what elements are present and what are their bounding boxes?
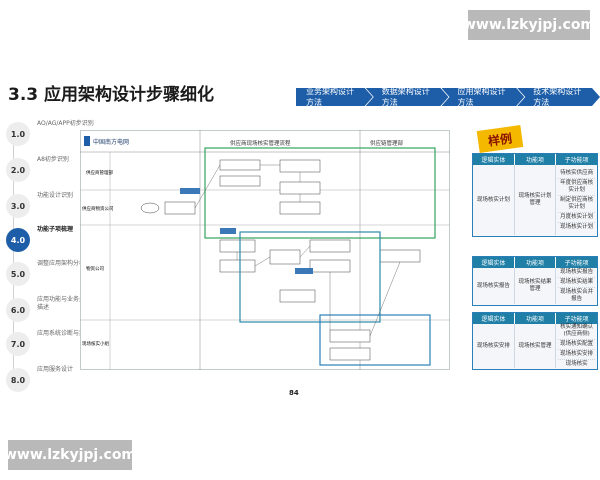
header-function: 功能项 [515, 313, 557, 324]
function-table-3: 逻辑实体 功能项 子功能项 现场核实安排 现场核实管理 核实通知确认(供应商侧)… [472, 312, 598, 370]
step-8[interactable]: 8.0 应用服务设计 [6, 364, 96, 394]
function-cell: 现场核实计划管理 [515, 165, 557, 235]
step-label: 调整应用架构分析 [37, 260, 86, 267]
flowchart-svg: 中国南方电网 供应商现场核实管理流程 供应链管理部 供应商管理部 供应商物资公司… [80, 130, 450, 370]
breadcrumb-step-technology[interactable]: 技术架构设计方法 [517, 88, 600, 106]
step-label: 功能设计识别 [37, 192, 74, 199]
function-cell: 现场核实结果管理 [515, 268, 557, 304]
sub-function-item: 制定供应商核实计划 [558, 196, 596, 213]
function-table-2: 逻辑实体 功能项 子功能项 现场核实报告 现场核实结果管理 现场核实报告 现场核… [472, 256, 598, 306]
watermark-bottom: www.lzkyjpj.com [4, 440, 136, 470]
sub-function-item: 现场核实配置 [558, 340, 596, 350]
step-number: 5.0 [6, 262, 30, 286]
entity-cell: 现场核实计划 [473, 165, 515, 235]
step-number: 2.0 [6, 158, 30, 182]
step-number: 8.0 [6, 368, 30, 392]
table-body: 现场核实报告 现场核实结果管理 现场核实报告 现场核实结果 现场核实合并报告 [473, 268, 597, 304]
breadcrumb-step-data[interactable]: 数据架构设计方法 [366, 88, 449, 106]
step-1[interactable]: 1.0 AO/AG/APP初步识别 [6, 118, 96, 148]
company-logo: 中国南方电网 [84, 136, 129, 146]
sub-function-item: 现场核实结果 [558, 278, 596, 288]
sub-function-list: 待核实供应商 年度供应商核实计划 制定供应商核实计划 月度核实计划 现场核实计划 [556, 165, 597, 235]
lane-label: 供应商物资公司 [82, 205, 114, 212]
header-function: 功能项 [515, 257, 557, 268]
sample-badge: 样例 [476, 125, 524, 153]
lane-label: 现场核实小组 [82, 340, 109, 347]
breadcrumb-step-application[interactable]: 应用架构设计方法 [442, 88, 525, 106]
step-7[interactable]: 7.0 应用系统诊断与集成 [6, 328, 96, 358]
flowchart-title: 供应商现场核实管理流程 [230, 139, 291, 147]
header-entity: 逻辑实体 [473, 154, 515, 165]
logo-text: 中国南方电网 [93, 138, 129, 146]
step-5[interactable]: 5.0 调整应用架构分析 [6, 258, 96, 288]
table-header: 逻辑实体 功能项 子功能项 [473, 257, 597, 268]
flowchart-title-secondary: 供应链管理部 [370, 139, 404, 147]
sub-function-item: 待核实供应商 [558, 169, 596, 179]
step-number: 6.0 [6, 298, 30, 322]
sub-function-list: 现场核实报告 现场核实结果 现场核实合并报告 [556, 268, 597, 304]
step-label: A8初步识别 [37, 156, 69, 163]
header-sub-function: 子功能项 [564, 260, 589, 267]
step-label: 应用系统诊断与集成 [37, 330, 92, 337]
sub-function-item: 现场核实报告 [558, 268, 596, 278]
page-title: 3.3 应用架构设计步骤细化 [8, 85, 215, 105]
table-body: 现场核实计划 现场核实计划管理 待核实供应商 年度供应商核实计划 制定供应商核实… [473, 165, 597, 235]
sub-function-item: 现场核实 [565, 361, 588, 367]
entity-cell: 现场核实报告 [473, 268, 515, 304]
sub-function-item: 现场核实合并报告 [560, 289, 594, 302]
steps-connector-line [13, 130, 14, 380]
step-number: 3.0 [6, 194, 30, 218]
page-number: 84 [289, 389, 299, 397]
breadcrumb: 业务架构设计方法 数据架构设计方法 应用架构设计方法 技术架构设计方法 [296, 88, 600, 106]
function-cell: 现场核实管理 [515, 324, 557, 368]
step-label: 功能子项梳理 [37, 226, 74, 233]
step-label: 应用功能与业务关系描述 [37, 296, 92, 311]
sub-function-item: 年度供应商核实计划 [558, 179, 596, 196]
table-header: 逻辑实体 功能项 子功能项 [473, 313, 597, 324]
table-body: 现场核实安排 现场核实管理 核实通知确认(供应商侧) 现场核实配置 现场核实安排… [473, 324, 597, 368]
header-sub-function: 子功能项 [564, 157, 589, 164]
sub-function-item: 现场核实安排 [558, 350, 596, 360]
step-6[interactable]: 6.0 应用功能与业务关系描述 [6, 294, 96, 324]
header-sub-function: 子功能项 [564, 316, 589, 323]
table-header: 逻辑实体 功能项 子功能项 [473, 154, 597, 165]
sub-function-item: 月度核实计划 [558, 213, 596, 223]
sub-function-list: 核实通知确认(供应商侧) 现场核实配置 现场核实安排 现场核实 [556, 324, 597, 368]
lane-label: 供应商管理部 [86, 169, 113, 176]
step-label: 应用服务设计 [37, 366, 74, 373]
process-flowchart: 中国南方电网 供应商现场核实管理流程 供应链管理部 供应商管理部 供应商物资公司… [80, 130, 450, 370]
step-number: 4.0 [6, 228, 30, 252]
step-number: 1.0 [6, 122, 30, 146]
watermark-top: www.lzkyjpj.com [463, 10, 595, 40]
step-4-active[interactable]: 4.0 功能子项梳理 [6, 224, 96, 254]
step-3[interactable]: 3.0 功能设计识别 [6, 190, 96, 220]
entity-cell: 现场核实安排 [473, 324, 515, 368]
sub-function-item: 核实通知确认(供应商侧) [558, 323, 596, 340]
step-number: 7.0 [6, 332, 30, 356]
lane-label: 物资公司 [86, 265, 104, 272]
function-table-1: 逻辑实体 功能项 子功能项 现场核实计划 现场核实计划管理 待核实供应商 年度供… [472, 153, 598, 237]
header-entity: 逻辑实体 [473, 257, 515, 268]
step-label: AO/AG/APP初步识别 [37, 120, 94, 127]
step-2[interactable]: 2.0 A8初步识别 [6, 154, 96, 184]
header-entity: 逻辑实体 [473, 313, 515, 324]
sub-function-item: 现场核实计划 [560, 223, 594, 230]
header-function: 功能项 [515, 154, 557, 165]
breadcrumb-step-business[interactable]: 业务架构设计方法 [296, 88, 373, 106]
